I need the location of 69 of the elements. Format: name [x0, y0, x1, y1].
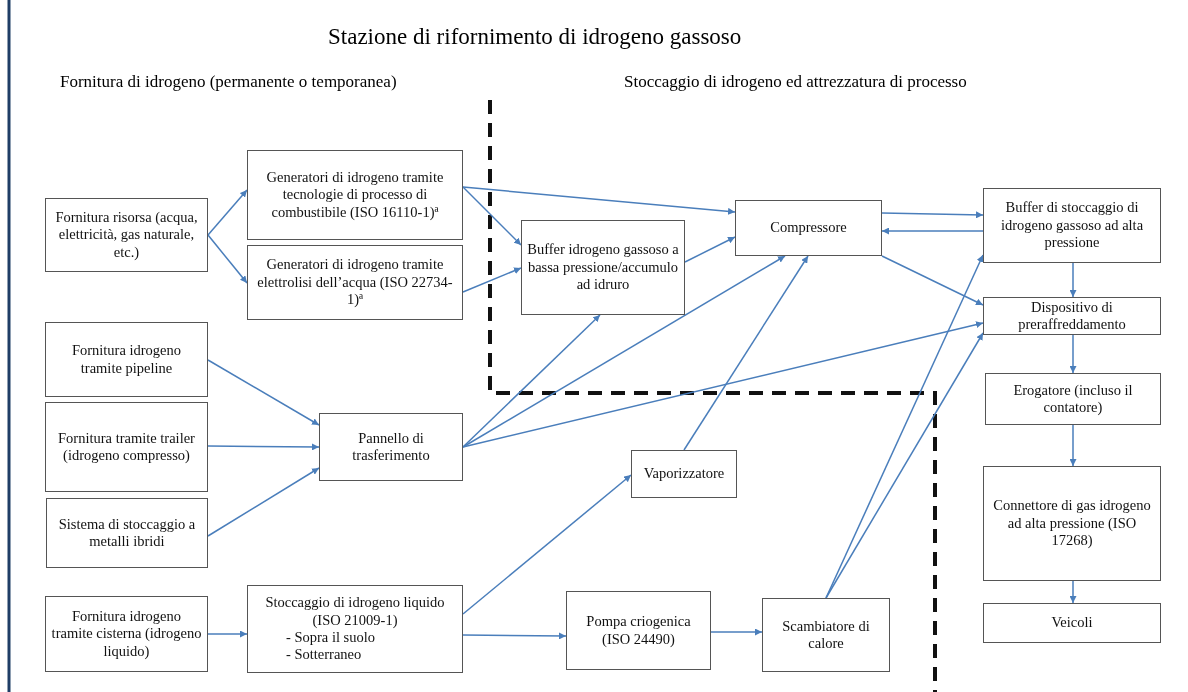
arrow: [881, 255, 984, 306]
node-label: Buffer di stoccaggio di idrogeno gassoso ad alta pressione: [999, 199, 1145, 252]
node-label: Fornitura tramite trailer (idrogeno compresso): [57, 429, 196, 465]
arrow: [462, 186, 522, 246]
node-label: Fornitura idrogeno tramite cisterna (idrogeno liquido): [50, 607, 203, 661]
arrow: [462, 267, 522, 293]
node-label: Compressore: [770, 219, 847, 237]
arrow: [825, 254, 984, 599]
arrow: [1069, 334, 1077, 374]
diagram-title: Stazione di rifornimento di idrogeno gassoso: [328, 24, 742, 50]
arrow: [1069, 424, 1077, 467]
process-box: [45, 322, 208, 397]
arrow: [207, 189, 248, 236]
process-box: [983, 188, 1161, 263]
node-label: Connettore di gas idrogeno ad alta pressione (ISO 17268): [992, 497, 1152, 550]
node-label: Buffer idrogeno gassoso a bassa pressione/accumulo ad idruro: [526, 241, 680, 294]
node-label: Dispositivo di preraffreddamento: [1017, 298, 1127, 334]
arrow: [207, 234, 248, 284]
arrow: [462, 474, 632, 615]
arrow: [684, 236, 736, 263]
node-label: Sistema di stoccaggio a metalli ibridi: [57, 515, 197, 551]
process-box: [983, 466, 1161, 581]
node-label: Stoccaggio di idrogeno liquido (ISO 21009-1): [264, 594, 446, 629]
node-label: Generatori di idrogeno tramite tecnologie di processo di combustibile (ISO 16110-1)ª: [265, 168, 445, 222]
section-heading: Fornitura di idrogeno (permanente o temporanea): [60, 72, 397, 92]
process-box: [983, 603, 1161, 643]
process-box: [46, 498, 208, 568]
arrow: [462, 186, 736, 215]
arrow: [462, 321, 984, 448]
process-box: [45, 198, 208, 272]
arrow: [462, 632, 567, 640]
process-box: [247, 585, 463, 673]
arrow: [881, 227, 984, 235]
arrow: [825, 332, 984, 599]
process-box: [247, 245, 463, 320]
arrow: [1069, 262, 1077, 298]
process-box: [521, 220, 685, 315]
arrow: [207, 630, 248, 638]
process-box: [45, 402, 208, 492]
node-label: Erogatore (incluso il contatore): [1012, 381, 1134, 417]
process-box: [983, 297, 1161, 335]
arrow: [881, 211, 984, 219]
process-box: [735, 200, 882, 256]
node-label: Scambiatore di calore: [781, 617, 871, 653]
section-heading: Stoccaggio di idrogeno ed attrezzatura di processo: [624, 72, 967, 92]
node-label: Fornitura idrogeno tramite pipeline: [70, 342, 183, 377]
arrow: [683, 255, 809, 451]
arrow: [207, 359, 320, 426]
node-label: Generatori di idrogeno tramite elettrolisi dell’acqua (ISO 22734-1)ª: [256, 256, 454, 309]
node-label: Fornitura risorsa (acqua, elettricità, gas naturale, etc.): [54, 208, 199, 262]
arrow: [710, 628, 763, 636]
list-item: - Sotterraneo: [285, 646, 362, 664]
process-box: [319, 413, 463, 481]
node-label: Veicoli: [1051, 614, 1093, 632]
list-item: - Sopra il suolo: [285, 629, 375, 647]
arrow: [462, 255, 786, 448]
arrow: [207, 467, 320, 537]
node-label: Pompa criogenica (ISO 24490): [585, 613, 692, 648]
process-box: [762, 598, 890, 672]
process-box: [566, 591, 711, 670]
process-box: [985, 373, 1161, 425]
process-box: [247, 150, 463, 240]
process-box: [45, 596, 208, 672]
node-label: Pannello di trasferimento: [351, 429, 431, 465]
arrow: [462, 314, 601, 448]
node-label: Vaporizzatore: [643, 465, 725, 483]
process-box: [631, 450, 737, 498]
arrow: [1069, 580, 1077, 604]
arrow: [207, 443, 320, 451]
